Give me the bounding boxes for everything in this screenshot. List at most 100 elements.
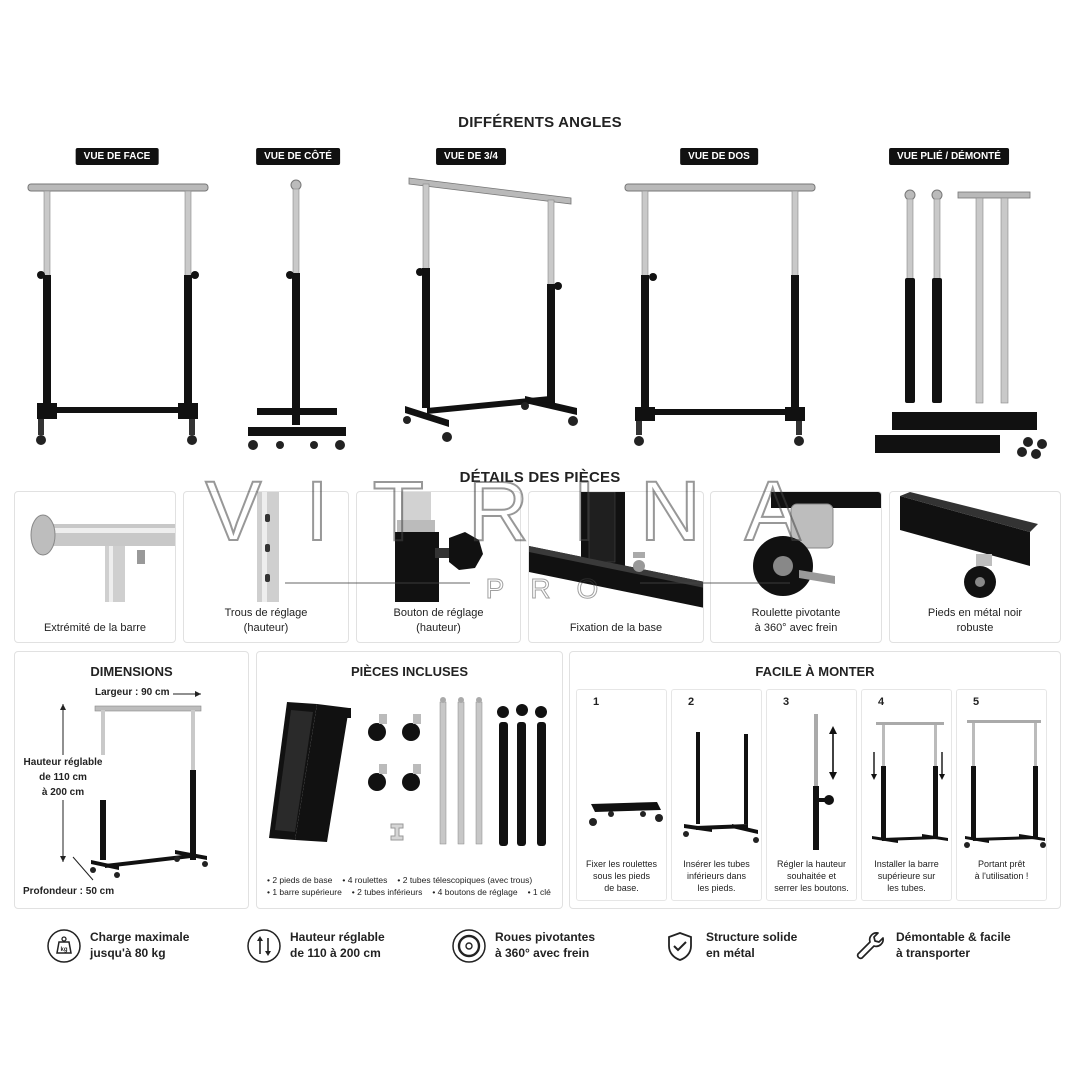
step-caption-line: supérieure sur <box>877 871 936 881</box>
included-title: PIÈCES INCLUSES <box>350 664 469 679</box>
feature-easy-transport: Démontable & facile à transporter <box>852 926 1052 966</box>
feature-line: Hauteur réglable <box>290 930 385 944</box>
view-label-folded: VUE PLIÉ / DÉMONTÉ <box>889 148 1009 165</box>
step-4-image <box>871 722 948 843</box>
step-caption: Fixer les roulettes sous les pieds de ba… <box>579 858 664 894</box>
detail-caption-line: Roulette pivotante <box>751 607 841 619</box>
step-caption-line: à l'utilisation ! <box>974 871 1029 881</box>
included-item: • 4 roulettes <box>342 875 388 885</box>
feature-adjustable-height: Hauteur réglable de 110 à 200 cm <box>246 926 426 966</box>
detail-caption-metal-feet: Pieds en métal noir robuste <box>890 606 1060 636</box>
included-parts-image <box>269 697 547 846</box>
angles-title: DIFFÉRENTS ANGLES <box>458 114 622 131</box>
rack-three-quarter-view-image <box>403 177 578 442</box>
feature-swivel-wheels: Roues pivotantes à 360° avec frein <box>451 926 631 966</box>
step-caption-line: Régler la hauteur <box>776 859 847 869</box>
view-label-three-quarter: VUE DE 3/4 <box>436 148 506 165</box>
view-label-front: VUE DE FACE <box>75 148 159 165</box>
step-2-image <box>683 732 759 843</box>
step-caption-line: Insérer les tubes <box>683 859 750 869</box>
detail-caption-line: (hauteur) <box>243 622 289 634</box>
dimension-width-label: Largeur : 90 cm <box>91 685 174 700</box>
step-1-image <box>589 802 663 826</box>
included-item: • 1 clé <box>527 887 551 897</box>
assembly-step-1: 1 Fixer les roulettes sous les pieds de … <box>576 689 667 901</box>
assembly-title: FACILE À MONTER <box>755 664 875 679</box>
feature-text: Structure solide en métal <box>706 929 797 961</box>
details-title: DÉTAILS DES PIÈCES <box>459 469 621 486</box>
feature-line: jusqu'à 80 kg <box>90 946 166 960</box>
swivel-caster-image <box>753 492 881 596</box>
step-caption: Régler la hauteur souhaitée et serrer le… <box>769 858 854 894</box>
svg-text:kg: kg <box>60 947 67 953</box>
feature-line: Charge maximale <box>90 930 190 944</box>
wheel-icon <box>452 929 486 963</box>
detail-caption-line: Bouton de réglage <box>393 607 484 619</box>
weight-icon: kg <box>47 929 81 963</box>
wrench-icon <box>856 932 884 960</box>
assembly-step-4: 4 Installer la barre supérieure sur les … <box>861 689 952 901</box>
detail-card-swivel-caster: Roulette pivotante à 360° avec frein <box>710 491 882 643</box>
step-caption: Portant prêt à l'utilisation ! <box>959 858 1044 882</box>
dimension-height-line: à 200 cm <box>41 787 85 798</box>
detail-caption-line: Trous de réglage <box>224 607 308 619</box>
step-caption-line: les tubes. <box>887 883 926 893</box>
height-arrows-icon <box>247 929 281 963</box>
feature-line: à transporter <box>896 946 971 960</box>
step-caption-line: souhaitée et <box>786 871 837 881</box>
detail-caption-line: robuste <box>956 622 994 634</box>
step-caption-line: Fixer les roulettes <box>585 859 658 869</box>
step-number: 4 <box>878 696 885 708</box>
bar-end-image <box>30 514 175 602</box>
feature-text: Roues pivotantes à 360° avec frein <box>495 929 595 961</box>
base-fixing-image <box>529 492 703 608</box>
feature-line: en métal <box>706 946 755 960</box>
step-number: 3 <box>783 696 790 708</box>
feature-text: Charge maximale jusqu'à 80 kg <box>90 929 189 961</box>
dimensions-title: DIMENSIONS <box>90 664 173 679</box>
feature-line: Démontable & facile <box>896 930 1011 944</box>
assembly-step-2: 2 Insérer les tubes inférieurs dans les … <box>671 689 762 901</box>
detail-card-adjust-holes: Trous de réglage (hauteur) <box>183 491 349 643</box>
step-number: 5 <box>973 696 980 708</box>
adjust-knob-image <box>395 492 483 602</box>
detail-caption-adjust-knob: Bouton de réglage (hauteur) <box>357 606 520 636</box>
feature-solid-structure: Structure solide en métal <box>662 926 842 966</box>
included-item: • 2 tubes inférieurs <box>351 887 423 897</box>
rack-folded-view-image <box>875 189 1047 459</box>
step-caption-line: Portant prêt <box>977 859 1026 869</box>
dimension-height-line: de 110 cm <box>39 772 87 783</box>
feature-text: Démontable & facile à transporter <box>896 929 1011 961</box>
step-3-image <box>813 714 837 850</box>
step-caption-line: serrer les boutons. <box>774 883 849 893</box>
assembly-step-5: 5 Portant prêt à l'utilisation ! <box>956 689 1047 901</box>
rack-side-view-image <box>248 179 346 450</box>
feature-load-capacity: kg Charge maximale jusqu'à 80 kg <box>46 926 226 966</box>
detail-caption-line: (hauteur) <box>416 622 461 634</box>
detail-card-base-fixing: Fixation de la base <box>528 491 704 643</box>
detail-caption-line: Pieds en métal noir <box>927 607 1023 619</box>
step-caption: Insérer les tubes inférieurs dans les pi… <box>674 858 759 894</box>
included-item: • 2 tubes télescopiques (avec trous) <box>397 875 533 885</box>
step-caption: Installer la barre supérieure sur les tu… <box>864 858 949 894</box>
feature-line: Structure solide <box>706 930 798 944</box>
adjust-holes-image <box>257 492 279 602</box>
step-caption-line: sous les pieds <box>592 871 651 881</box>
included-list-line-1: • 2 pieds de base • 4 roulettes • 2 tubes … <box>267 874 552 887</box>
detail-caption-base-fixing: Fixation de la base <box>569 622 663 634</box>
step-5-image <box>964 720 1046 848</box>
detail-caption-line: à 360° avec frein <box>754 622 838 634</box>
included-item: • 1 barre supérieure <box>267 887 342 897</box>
dimension-height-line: Hauteur réglable <box>23 757 103 768</box>
dimensions-panel: DIMENSIONS Largeur : 90 cm Hauteur régla… <box>14 651 249 909</box>
feature-line: de 110 à 200 cm <box>290 946 381 960</box>
shield-check-icon <box>668 932 692 961</box>
detail-caption-bar-end: Extrémité de la barre <box>43 622 147 634</box>
view-label-side: VUE DE CÔTÉ <box>256 148 340 165</box>
included-item: • 2 pieds de base <box>267 875 333 885</box>
detail-caption-adjust-holes: Trous de réglage (hauteur) <box>184 606 348 636</box>
step-caption-line: les pieds. <box>697 883 736 893</box>
feature-text: Hauteur réglable de 110 à 200 cm <box>290 929 385 961</box>
step-caption-line: inférieurs dans <box>686 871 747 881</box>
view-label-back: VUE DE DOS <box>680 148 758 165</box>
